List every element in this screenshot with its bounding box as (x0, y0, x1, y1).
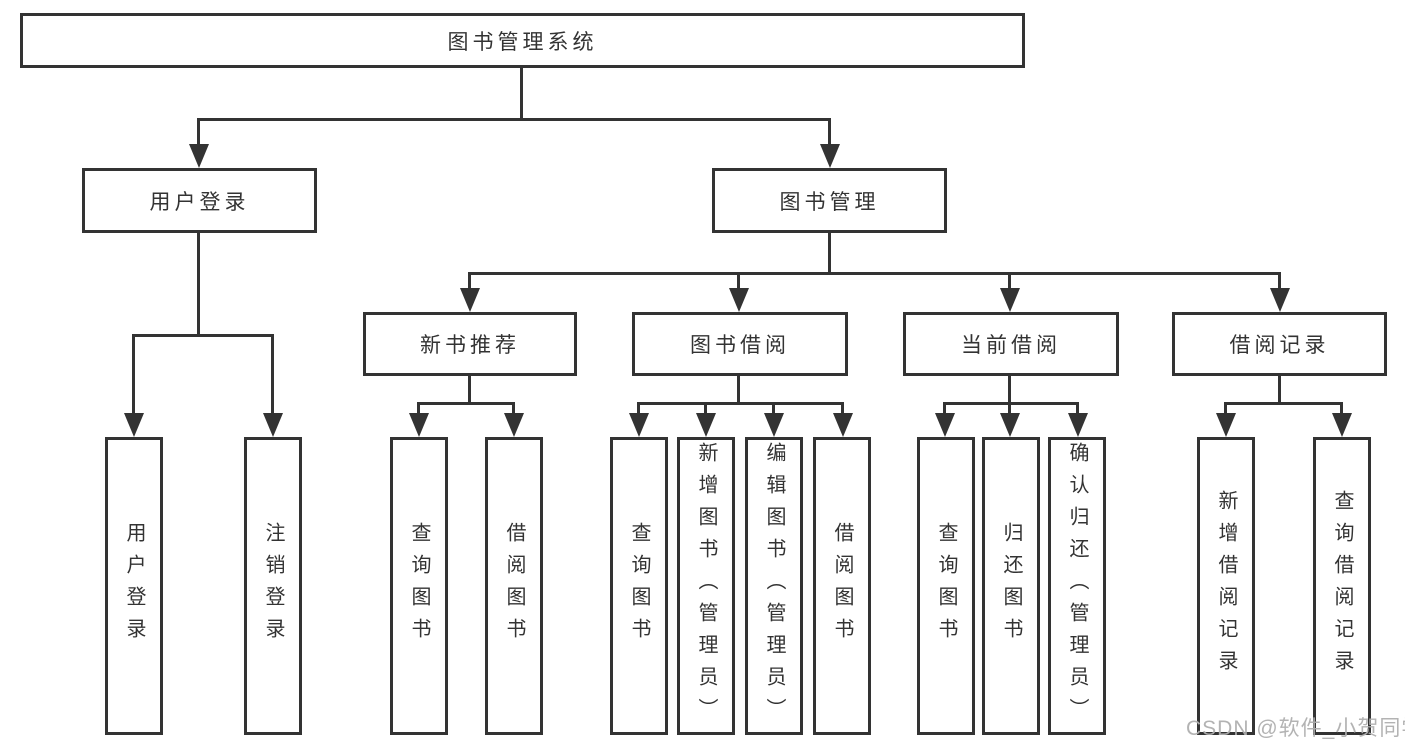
node-new-book-recommendation: 新书推荐 (363, 312, 577, 376)
leaf-user-login: 用户登录 (105, 437, 163, 735)
arrow-down-icon (1000, 288, 1020, 312)
connector-stub (1008, 272, 1011, 292)
node-label: 查询借阅记录 (1331, 490, 1353, 682)
node-label: 查询图书 (935, 522, 957, 650)
connector-book-mgmt-stem (828, 231, 831, 274)
arrow-down-icon (629, 413, 649, 437)
connector-stub (737, 272, 740, 292)
connector-stub (132, 334, 135, 417)
connector-stub (1340, 402, 1343, 417)
node-label: 查询图书 (408, 522, 430, 650)
node-label: 用户登录 (149, 190, 250, 214)
arrow-down-icon (1216, 413, 1236, 437)
connector-stub (943, 402, 946, 417)
node-library-management-system: 图书管理系统 (20, 13, 1025, 68)
leaf-borrow-books-recommend: 借阅图书 (485, 437, 543, 735)
leaf-confirm-return-admin: 确认归还（管理员） (1048, 437, 1106, 735)
leaf-query-books-current: 查询图书 (917, 437, 975, 735)
node-label: 当前借阅 (961, 334, 1061, 357)
connector-new-book-stem (468, 373, 471, 404)
connector-root-stem (520, 65, 523, 121)
arrow-down-icon (729, 288, 749, 312)
arrow-down-icon (820, 144, 840, 168)
leaf-edit-books-admin: 编辑图书（管理员） (745, 437, 803, 735)
connector-stub (271, 334, 274, 417)
arrow-down-icon (696, 413, 716, 437)
arrow-down-icon (1270, 288, 1290, 312)
connector-book-borrow-stem (737, 373, 740, 404)
arrow-down-icon (504, 413, 524, 437)
arrow-down-icon (935, 413, 955, 437)
connector-level1-rail (197, 118, 831, 121)
node-label: 新增图书（管理员） (695, 442, 717, 730)
connector-borrow-records-stem (1278, 373, 1281, 404)
connector-stub (704, 402, 707, 417)
arrow-down-icon (764, 413, 784, 437)
connector-borrow-records-rail (1224, 402, 1343, 405)
node-label: 归还图书 (1000, 522, 1022, 650)
connector-stub (468, 272, 471, 292)
node-label: 注销登录 (262, 522, 284, 650)
leaf-logout: 注销登录 (244, 437, 302, 735)
leaf-query-borrow-record: 查询借阅记录 (1313, 437, 1371, 735)
leaf-add-books-admin: 新增图书（管理员） (677, 437, 735, 735)
node-label: 借阅记录 (1229, 334, 1330, 357)
node-user-login: 用户登录 (82, 168, 317, 233)
node-borrowing-records: 借阅记录 (1172, 312, 1387, 376)
arrow-down-icon (189, 144, 209, 168)
arrow-down-icon (1000, 413, 1020, 437)
connector-current-borrow-rail (943, 402, 1079, 405)
connector-stub (417, 402, 420, 417)
leaf-borrow-books: 借阅图书 (813, 437, 871, 735)
node-label: 查询图书 (628, 522, 650, 650)
arrow-down-icon (833, 413, 853, 437)
node-label: 新书推荐 (420, 334, 520, 357)
connector-stub (512, 402, 515, 417)
connector-stub (637, 402, 640, 417)
csdn-watermark: CSDN @软件_小贺同学 (1186, 717, 1405, 740)
node-label: 用户登录 (123, 522, 145, 650)
connector-stub (1076, 402, 1079, 417)
arrow-down-icon (1068, 413, 1088, 437)
arrow-down-icon (409, 413, 429, 437)
connector-current-borrow-stem (1008, 373, 1011, 404)
node-book-borrowing: 图书借阅 (632, 312, 848, 376)
connector-stub (1008, 402, 1011, 417)
arrow-down-icon (263, 413, 283, 437)
node-label: 确认归还（管理员） (1066, 442, 1088, 730)
connector-stub (1224, 402, 1227, 417)
connector-new-book-rail (417, 402, 515, 405)
node-label: 图书管理 (779, 190, 880, 214)
connector-user-login-stem (197, 231, 200, 336)
connector-stub (841, 402, 844, 417)
leaf-query-books-borrowing: 查询图书 (610, 437, 668, 735)
connector-stub (197, 118, 200, 148)
connector-book-borrow-rail (637, 402, 844, 405)
node-book-management: 图书管理 (712, 168, 947, 233)
node-label: 编辑图书（管理员） (763, 442, 785, 730)
leaf-add-borrow-record: 新增借阅记录 (1197, 437, 1255, 735)
leaf-query-books-recommend: 查询图书 (390, 437, 448, 735)
node-current-borrowing: 当前借阅 (903, 312, 1119, 376)
arrow-down-icon (1332, 413, 1352, 437)
connector-user-login-rail (132, 334, 274, 337)
node-label: 借阅图书 (831, 522, 853, 650)
connector-level2-rail (468, 272, 1281, 275)
leaf-return-books: 归还图书 (982, 437, 1040, 735)
connector-stub (1278, 272, 1281, 292)
arrow-down-icon (460, 288, 480, 312)
node-label: 图书借阅 (690, 334, 790, 357)
arrow-down-icon (124, 413, 144, 437)
node-label: 新增借阅记录 (1215, 490, 1237, 682)
node-label: 借阅图书 (503, 522, 525, 650)
node-label: 图书管理系统 (447, 30, 598, 54)
connector-stub (772, 402, 775, 417)
connector-stub (828, 118, 831, 148)
